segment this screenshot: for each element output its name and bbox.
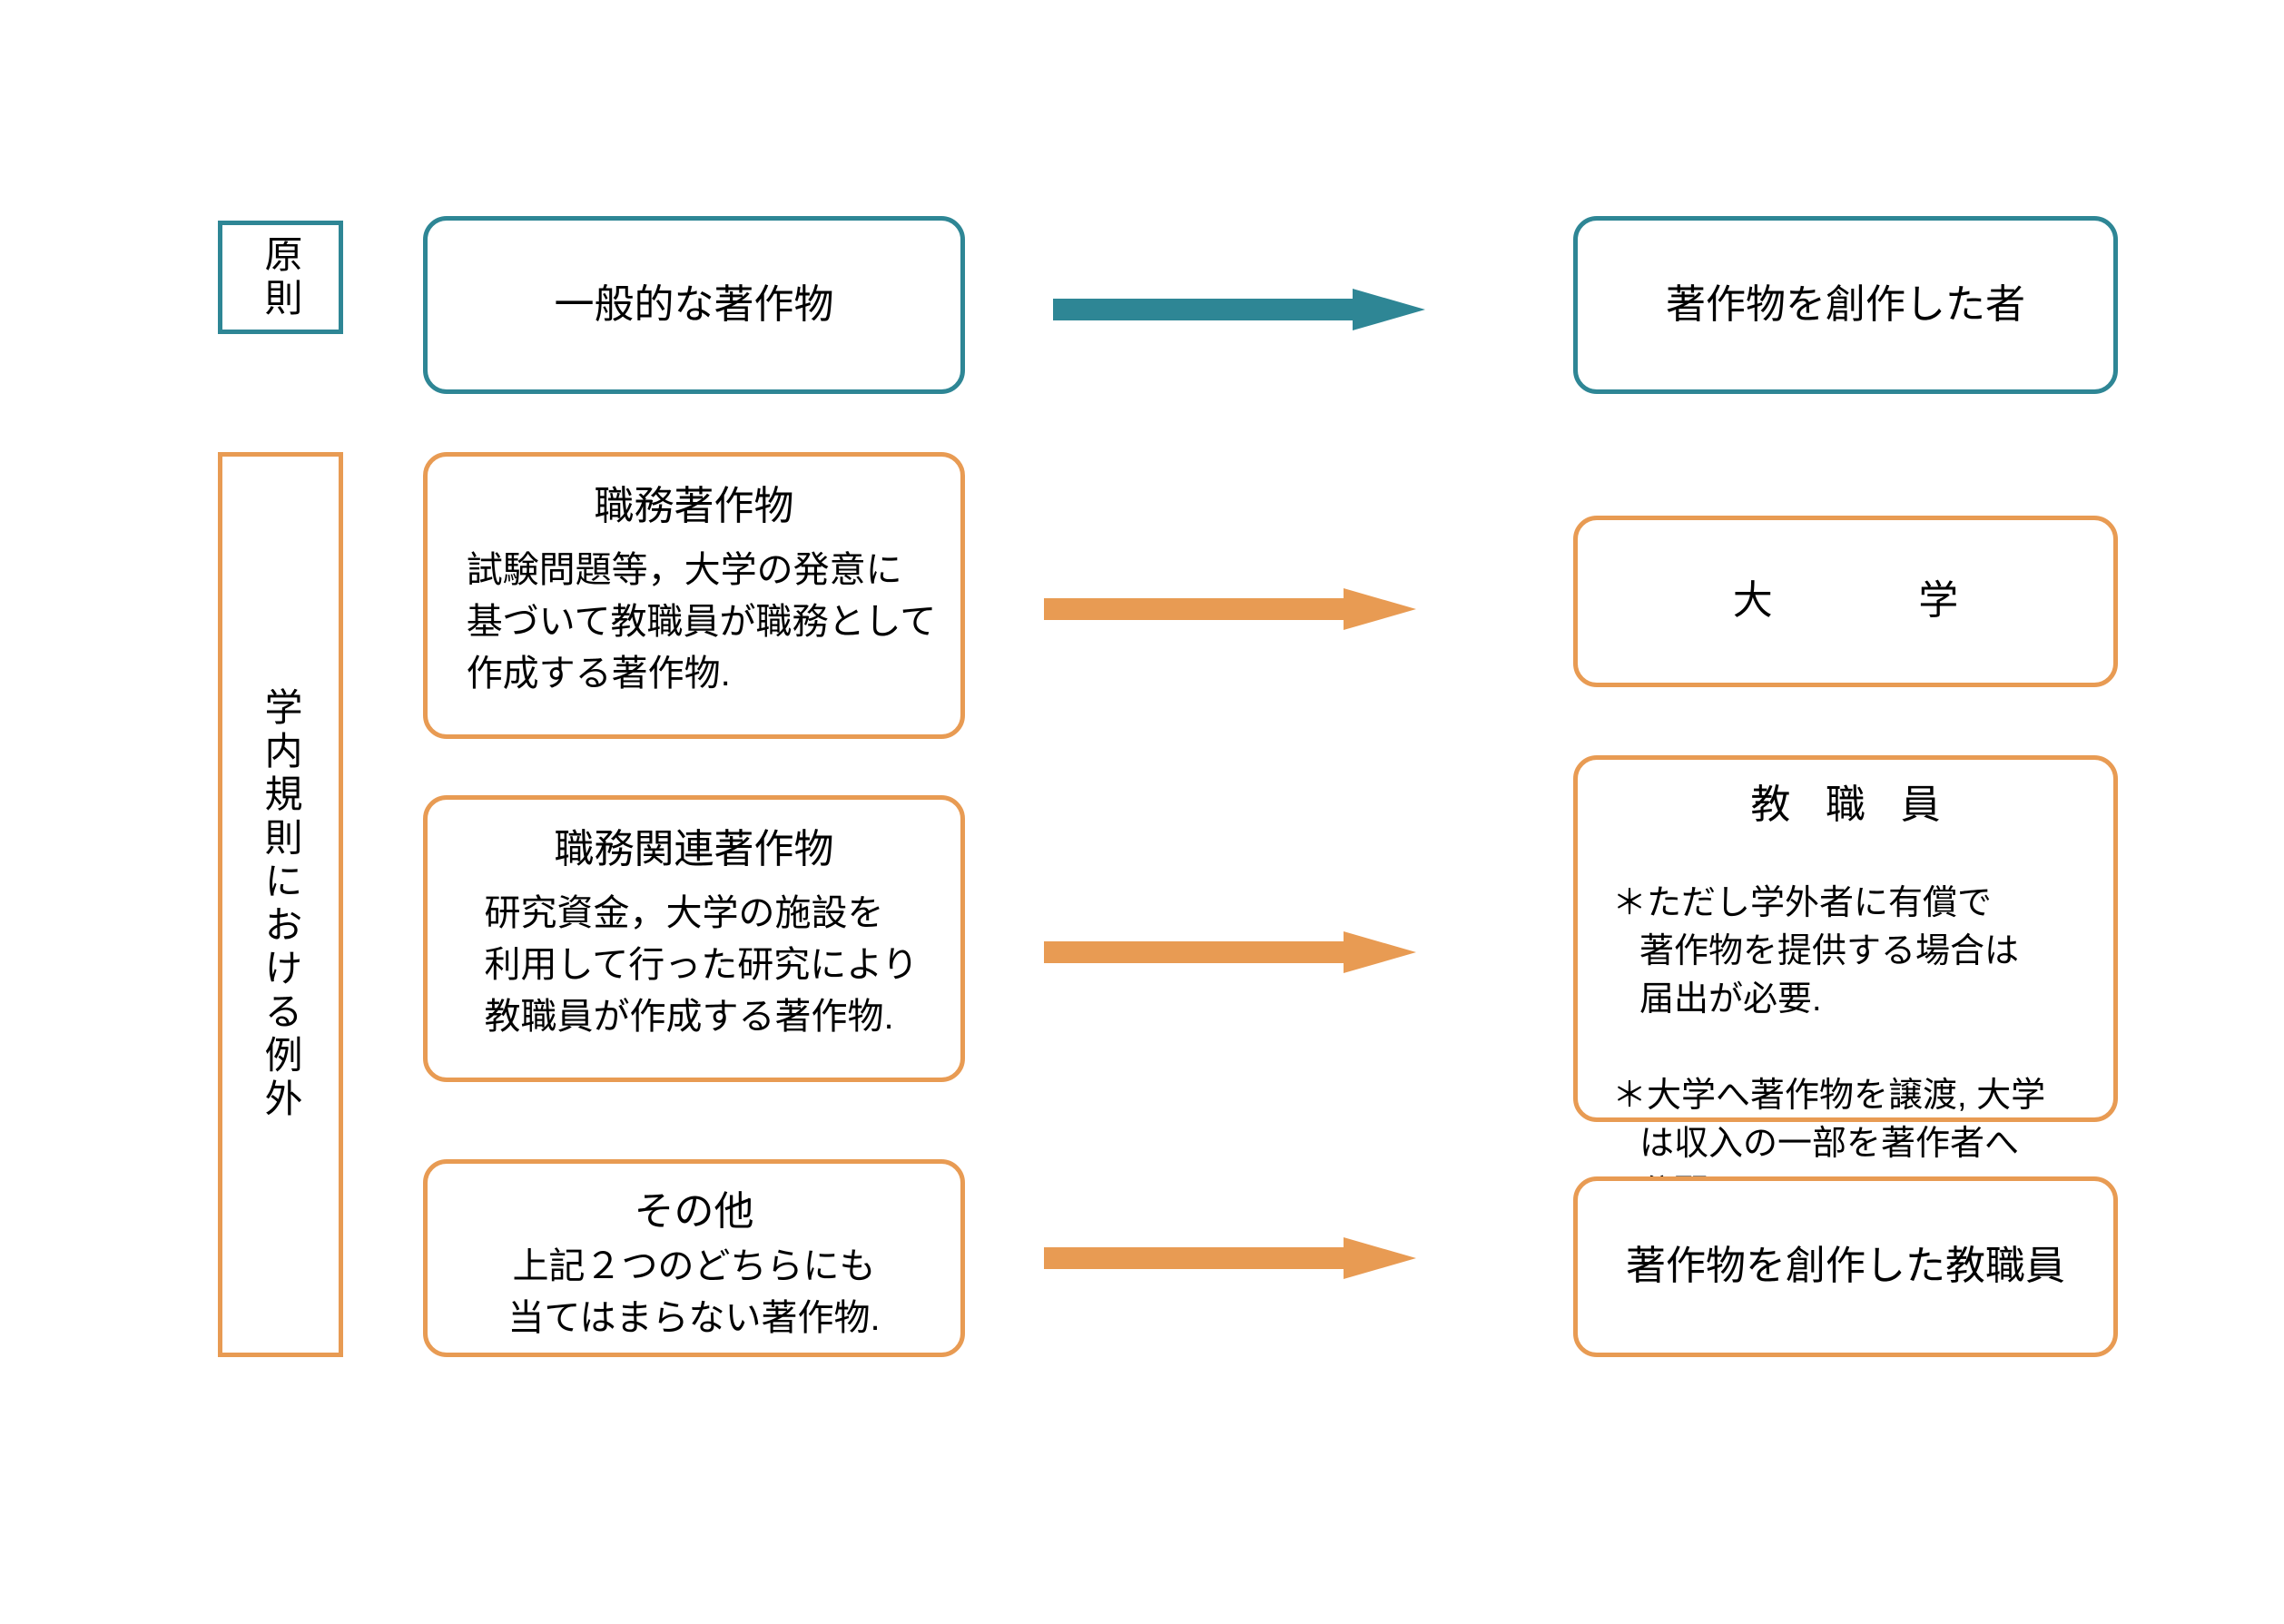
target-box-university: 大 学 <box>1573 516 2118 687</box>
arrow-right-amber-work-related <box>1044 931 1416 973</box>
category-label-exception: 学内規則における例外 <box>260 687 302 1122</box>
target-box-creator-faculty: 著作物を創作した教職員 <box>1573 1176 2118 1357</box>
target-title-creator-faculty: 著作物を創作した教職員 <box>1626 1244 2065 1289</box>
arrow-right-amber-work-for-hire <box>1044 588 1416 630</box>
target-title-general-work: 著作物を創作した者 <box>1666 281 2025 327</box>
source-box-other: その他 上記２つのどちらにも 当てはまらない著作物. <box>423 1159 965 1357</box>
source-title-work-related: 職務関連著作物 <box>554 827 834 871</box>
source-box-work-for-hire: 職務著作物 試験問題等，大学の発意に 基づいて教職員が職務として 作成する著作物… <box>423 452 965 739</box>
target-box-faculty: 教 職 員 ＊ただし学外者に有償で 著作物を提供する場合は 届出が必要. ＊大学… <box>1573 755 2118 1212</box>
source-title-work-for-hire: 職務著作物 <box>594 484 794 528</box>
category-box-exception: 学内規則における例外 <box>218 452 343 1357</box>
source-title-other: その他 <box>634 1189 754 1234</box>
source-box-general-work: 一般的な著作物 <box>423 216 965 394</box>
target-title-faculty: 教 職 員 <box>1750 782 1953 827</box>
arrow-right-amber-other <box>1044 1237 1416 1279</box>
source-body-work-related: 研究資金，大学の施設を 利用して行った研究により 教職員が作成する著作物. <box>484 893 919 1037</box>
source-body-work-for-hire: 試験問題等，大学の発意に 基づいて教職員が職務として 作成する著作物. <box>466 550 937 694</box>
target-title-university: 大 学 <box>1732 578 1981 624</box>
category-box-principle: 原則 <box>218 221 343 334</box>
target-box-general-work: 著作物を創作した者 <box>1573 216 2118 394</box>
source-title-general-work: 一般的な著作物 <box>554 281 834 327</box>
target-note-faculty-1: ＊ただし学外者に有償で 著作物を提供する場合は 届出が必要. <box>1612 883 2020 1019</box>
source-body-other: 上記２つのどちらにも 当てはまらない著作物. <box>507 1246 881 1338</box>
category-label-principle: 原則 <box>260 233 302 321</box>
arrow-right-teal-general-work <box>1053 289 1425 330</box>
source-box-work-related: 職務関連著作物 研究資金，大学の施設を 利用して行った研究により 教職員が作成す… <box>423 795 965 1082</box>
